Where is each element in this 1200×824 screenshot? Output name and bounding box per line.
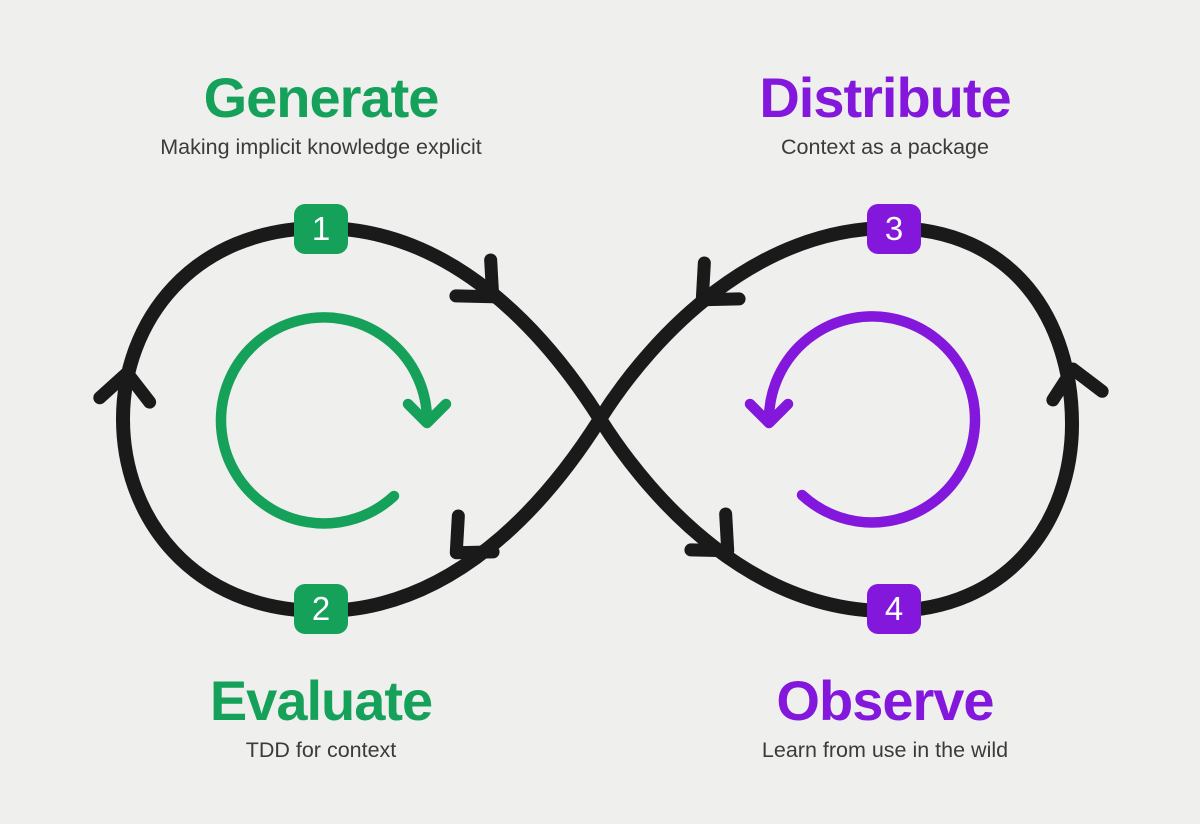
flow-arrowhead-icon (449, 509, 500, 560)
stage-subtitle: Learn from use in the wild (761, 738, 1009, 762)
cycle-arrowhead-icon (744, 398, 794, 429)
cycle-arc (763, 311, 981, 528)
flow-arrowhead-icon (1046, 362, 1109, 407)
stage-label-evaluate: Evaluate TDD for context (209, 669, 433, 763)
stage-subtitle: Making implicit knowledge explicit (160, 135, 482, 159)
infinity-loop-path (115, 220, 1080, 619)
step-badge-4: 4 (867, 584, 921, 634)
counterclockwise-cycle-icon (744, 311, 981, 528)
flow-arrowhead-icon (449, 253, 500, 304)
flow-arrowhead-icon (684, 507, 735, 558)
stage-title: Generate (203, 66, 440, 129)
stage-subtitle: TDD for context (245, 738, 397, 762)
step-badge-1: 1 (294, 204, 348, 254)
flow-arrowhead-icon (695, 256, 746, 307)
stage-title: Observe (776, 669, 994, 732)
stage-label-distribute: Distribute Context as a package (759, 66, 1011, 160)
stage-title: Evaluate (209, 669, 433, 732)
flow-arrowheads (93, 253, 1109, 560)
clockwise-cycle-icon (215, 312, 452, 529)
flow-arrowhead-icon (93, 366, 157, 409)
stage-title: Distribute (759, 66, 1011, 129)
cycle-arc (215, 312, 433, 529)
stage-label-generate: Generate Making implicit knowledge expli… (160, 66, 482, 160)
cycle-arrowhead-icon (402, 398, 452, 429)
stage-label-observe: Observe Learn from use in the wild (761, 669, 1009, 763)
stage-subtitle: Context as a package (781, 135, 989, 159)
step-badge-3: 3 (867, 204, 921, 254)
step-badge-2: 2 (294, 584, 348, 634)
